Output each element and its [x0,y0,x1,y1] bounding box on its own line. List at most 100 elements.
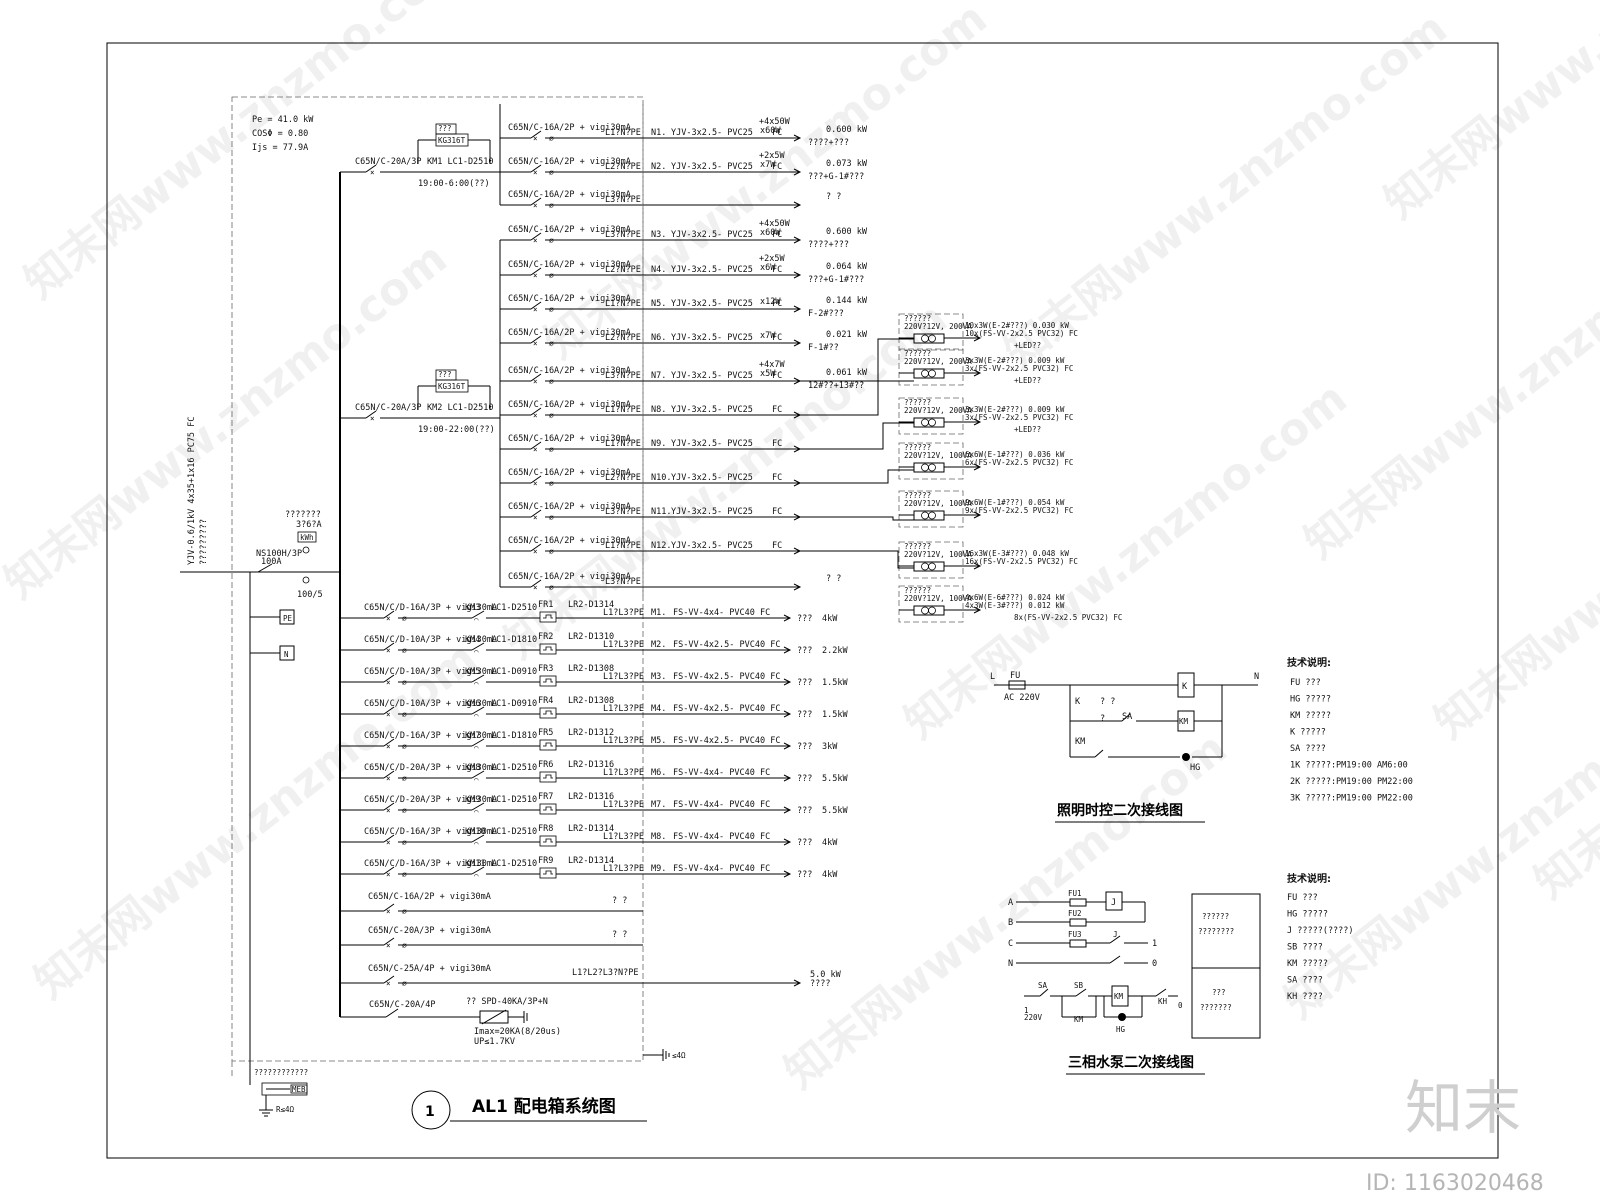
motor-phase: L1?L3?PE [603,768,644,778]
motor-contactor: LC1-D1810 [491,731,537,741]
svg-text:×: × [533,377,538,386]
motor-phase: L1?L3?PE [603,736,644,746]
pc-note: SA ???? [1287,976,1323,986]
pc-note: KM ????? [1287,959,1328,969]
lighting-fc: FC [772,507,782,517]
group-time: 19:00-6:00(??) [418,179,490,189]
lighting-phase: L3?N?PE [605,195,641,205]
lighting-desc: F-1#?? [808,343,839,353]
motor-cable: FS-VV-4x4- PVC40 FC [673,800,770,810]
motor-km: KM3 [465,603,480,613]
pc-km-coil: KM [1114,992,1124,1001]
lighting-circuit-no: N10. [651,473,671,483]
lighting-power: 0.021 kW [826,330,868,340]
main-breaker-rating: 100A [261,557,281,567]
spd-breaker: C65N/C-20A/4P [369,1000,436,1010]
xfmr-cable: 9x(FS-VV-2x2.5 PVC32) FC [965,506,1073,515]
lighting-fc: FC [772,405,782,415]
motor-circuit-no: M2. [651,640,666,650]
motor-fr: FR6 [538,760,553,770]
lighting-desc: ????+??? [808,138,849,148]
kwh-meter-icon: kWh [300,533,314,542]
xfmr-cable: 16x(FS-VV-2x2.5 PVC32) FC [965,557,1078,566]
lighting-phase: L1?N?PE [605,541,641,551]
xfmr-extra: +LED?? [1014,425,1041,434]
lighting-cable: YJV-3x2.5- PVC25 [671,128,753,138]
motor-cable: FS-VV-4x4- PVC40 FC [673,608,770,618]
motor-device: ??? [797,710,812,720]
meb-label: MEB [292,1085,306,1094]
n-label: N [284,650,289,659]
earth-right-value: ≤4Ω [672,1051,686,1060]
svg-text:×: × [533,445,538,454]
lighting-desc: F-2#??? [808,309,844,319]
spd-up: UP≤1.7KV [474,1037,515,1047]
motor-km: KM10 [465,827,485,837]
lighting-cable: YJV-3x2.5- PVC25 [671,473,753,483]
motor-km: KM4 [465,635,480,645]
xfmr-top: ?????? [904,314,931,323]
svg-text:×: × [533,513,538,522]
spare-circuits: ×∅C65N/C-16A/2P + vigi30mA? ?×∅C65N/C-20… [340,892,842,989]
transformer-icon [913,510,945,521]
lighting-breaker: C65N/C-16A/2P + vigi30mA [508,294,631,304]
svg-text:⌒: ⌒ [474,679,479,688]
lighting-fc: FC [772,473,782,483]
motor-circuit-no: M8. [651,832,666,842]
motor-phase: L1?L3?PE [603,672,644,682]
motor-km: KM6 [465,699,480,709]
lighting-fc: FC [772,299,782,309]
pc-zero: 0 [1152,959,1157,969]
thermal-relay-icon [539,675,557,687]
spare-note: ? ? [612,896,627,906]
svg-text:⌒: ⌒ [474,647,479,656]
lighting-breaker: C65N/C-16A/2P + vigi30mA [508,434,631,444]
lc-note: 3K ?????:PM19:00 PM22:00 [1290,794,1413,804]
pc-one-b: 1 [1024,1006,1029,1015]
lighting-spec2: x7W [760,160,776,170]
motor-relay: LR2-D1316 [568,792,614,802]
thermal-relay-icon [539,867,557,879]
pc-note: SB ???? [1287,943,1323,953]
lighting-cable: YJV-3x2.5- PVC25 [671,439,753,449]
lighting-phase: L3?N?PE [605,371,641,381]
motor-fr: FR5 [538,728,553,738]
lc-note: SA ???? [1290,744,1326,754]
fu3-icon [1069,939,1087,948]
lighting-circuit-no: N4. [651,265,666,275]
motor-contactor: LC1-D0910 [491,667,537,677]
motor-phase: L1?L3?PE [603,704,644,714]
lighting-breaker: C65N/C-16A/2P + vigi30mA [508,157,631,167]
lighting-phase: L1?N?PE [605,299,641,309]
motor-contactor: LC1-D2510 [491,603,537,613]
xfmr-top: ?????? [904,491,931,500]
lighting-breaker: C65N/C-16A/2P + vigi30mA [508,366,631,376]
svg-text:×: × [386,806,391,815]
lc-fu: FU [1010,671,1020,681]
pc-j-coil: J [1111,898,1116,908]
motor-circuit-no: M1. [651,608,666,618]
thermal-relay-icon [539,803,557,815]
ct-icon [302,546,310,554]
relay-j-icon [1105,891,1123,911]
lighting-cable: YJV-3x2.5- PVC25 [671,371,753,381]
motor-contactor: LC1-D1810 [491,635,537,645]
motor-circuit-no: M7. [651,800,666,810]
lighting-phase: L3?N?PE [605,230,641,240]
pe-terminal [279,609,295,625]
pc-kh: KH [1158,997,1168,1006]
lighting-spec2: x5W [760,369,776,379]
xfmr-cable: 3x(FS-VV-2x2.5 PVC32) FC [965,364,1073,373]
motor-relay: LR2-D1310 [568,632,614,642]
lighting-cable: YJV-3x2.5- PVC25 [671,162,753,172]
lighting-spec: +4x50W [759,219,791,229]
